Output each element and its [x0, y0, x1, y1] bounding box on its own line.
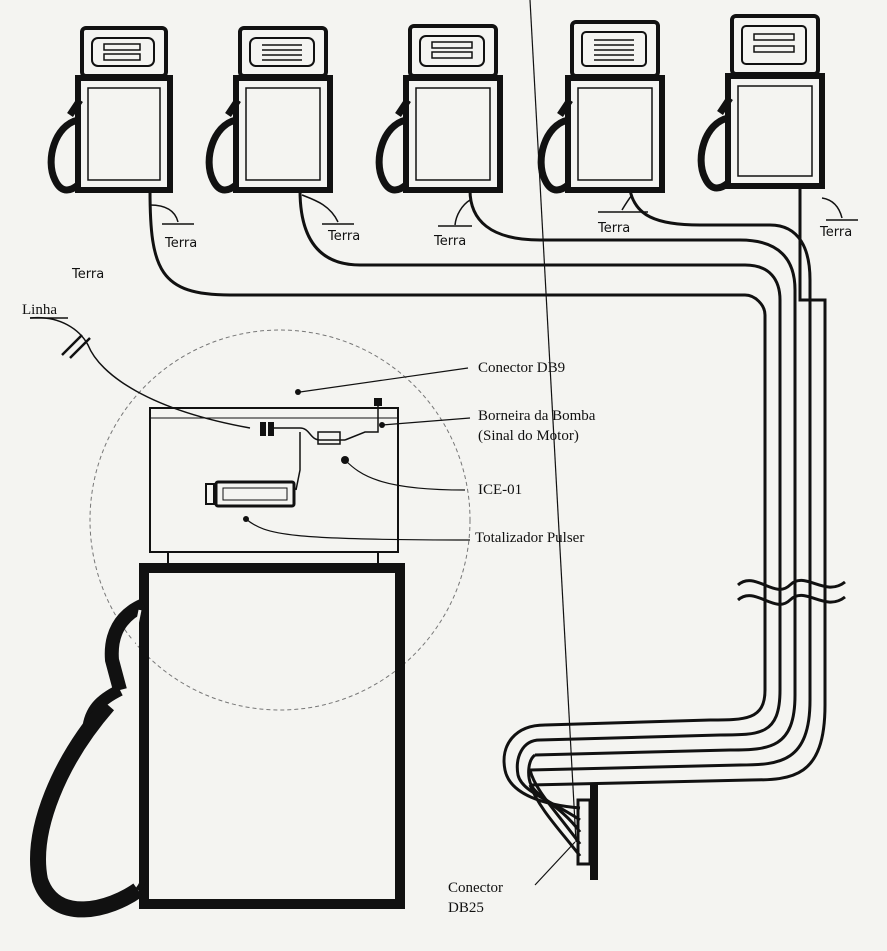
motor-signal-label: (Sinal do Motor) [478, 428, 579, 444]
ground-label-5: Terra [819, 225, 852, 240]
pump-terminal-label: Borneira da Bomba [478, 408, 596, 424]
pump-4 [537, 20, 665, 194]
pump-2 [205, 26, 333, 194]
db9-connector-label: Conector DB9 [478, 360, 565, 376]
ground-label-3: Terra [433, 234, 466, 249]
ground-label-4: Terra [597, 221, 630, 236]
detail-circle [89, 329, 471, 711]
db25-label-line1: Conector [448, 880, 503, 896]
db25-connector [576, 784, 598, 880]
main-pump-head [149, 389, 399, 565]
power-line [29, 316, 251, 429]
ground-label-left: Terra [71, 267, 104, 282]
power-line-label: Linha [22, 302, 57, 318]
leader-lines [245, 0, 577, 886]
cable-harness [148, 186, 846, 857]
ground-label-2: Terra [327, 229, 360, 244]
ice01-label: ICE-01 [478, 482, 522, 498]
pump-1 [47, 26, 173, 194]
db25-label-line2: DB25 [448, 900, 484, 916]
ground-label-1: Terra [164, 236, 197, 251]
pump-3 [375, 24, 503, 194]
ground-symbols [149, 194, 858, 227]
pulser-totalizer-label: Totalizador Pulser [475, 530, 584, 546]
main-pump-body [30, 563, 405, 918]
pump-5 [697, 14, 825, 192]
